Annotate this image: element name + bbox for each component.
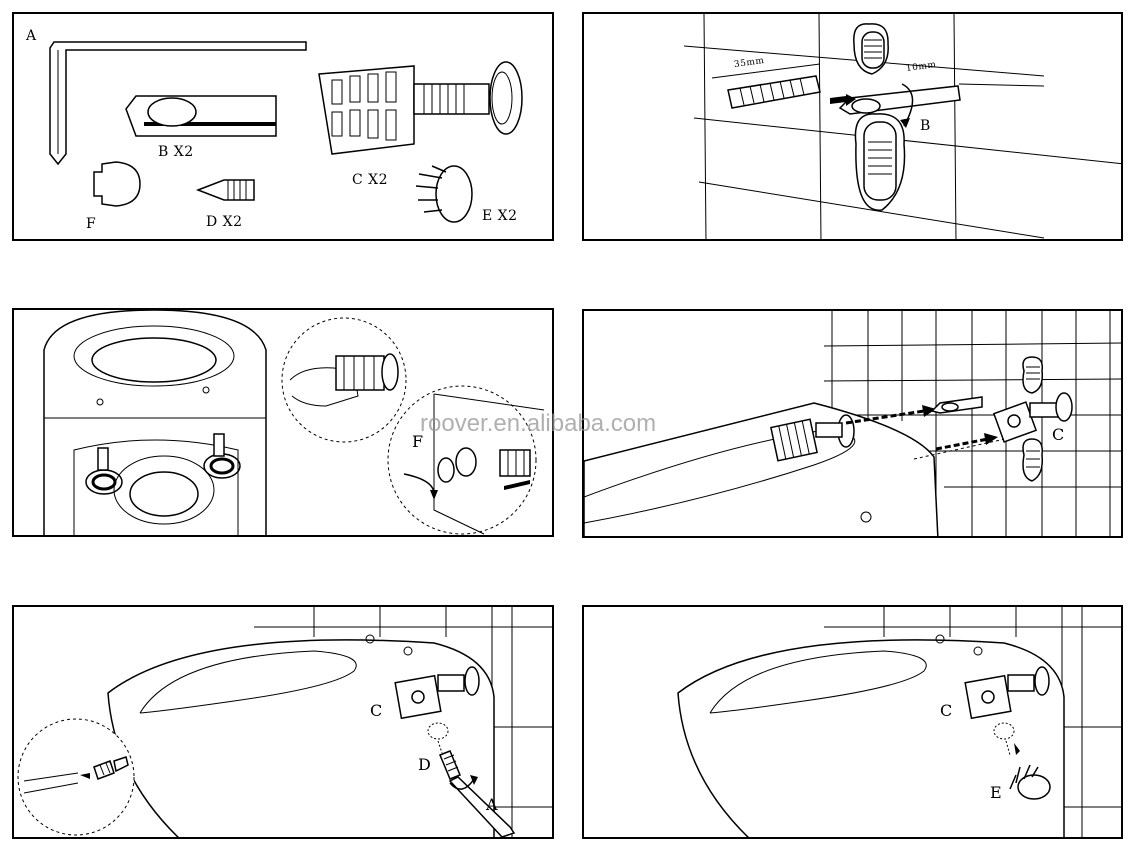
panel-cap-fitting: C E: [582, 605, 1123, 839]
dashed-arrows: [845, 405, 1015, 460]
wall-hardware: [930, 356, 1073, 482]
allen-key-part-a: [49, 41, 307, 166]
screw-and-key: [427, 722, 516, 837]
bolt-label-b: B: [920, 118, 931, 134]
wall-drilling-illustration: [683, 14, 1121, 239]
toilet-bowl-back: [43, 310, 267, 535]
bolt-part-b: [125, 95, 277, 137]
anchor-on-bowl: [964, 666, 1050, 720]
detail-circle-clip: [387, 385, 545, 535]
panel-fixing-screw: C D A: [12, 605, 554, 839]
anchor-fitting-illustration: [43, 310, 545, 535]
panel-wall-mounting: C: [582, 309, 1123, 538]
cap-label-e: E: [990, 783, 1003, 802]
part-label-c: C X2: [352, 172, 389, 188]
panel-parts-list: A B X2 C X2 D X2 E X2 F: [12, 12, 554, 241]
clip-label-f: F: [412, 432, 424, 451]
parts-illustration: [49, 41, 523, 223]
wall-mounting-illustration: [584, 311, 1121, 536]
wall-tiles: [683, 14, 1121, 239]
part-label-a: A: [26, 28, 37, 44]
wall-holes: [853, 23, 906, 211]
anchor-label-c: C: [370, 701, 383, 720]
watermark-text: roover.en.alibaba.com: [420, 410, 657, 437]
toilet-bowl-side: [107, 634, 495, 837]
anchor-part-c: [318, 61, 523, 155]
detail-circle-screw: [17, 718, 135, 836]
cap-part-e: [415, 165, 473, 223]
part-label-e: E X2: [482, 208, 518, 224]
cap-fitting-illustration: [677, 607, 1121, 837]
anchor-on-bowl: [770, 414, 855, 462]
screw-part-d: [195, 179, 255, 201]
screw-label-d: D: [418, 755, 432, 774]
threaded-rod: [711, 63, 821, 109]
bolt-insert: [830, 83, 961, 128]
anchor-label-c: C: [1052, 425, 1065, 444]
cap-insertion: [993, 722, 1051, 800]
panel-anchor-fitting: F: [12, 308, 554, 537]
key-label-a: A: [486, 795, 499, 814]
part-label-f: F: [86, 216, 97, 232]
part-label-d: D X2: [206, 214, 243, 230]
toilet-bowl-side: [677, 634, 1065, 837]
part-label-b: B X2: [158, 144, 194, 160]
fixing-screw-illustration: [17, 607, 552, 837]
clip-part-f: [93, 161, 141, 207]
anchor-label-c: C: [940, 701, 953, 720]
anchor-on-bowl: [394, 666, 480, 720]
panel-wall-drilling: 35mm 10mm B: [582, 12, 1123, 241]
detail-circle-hand: [281, 317, 407, 443]
